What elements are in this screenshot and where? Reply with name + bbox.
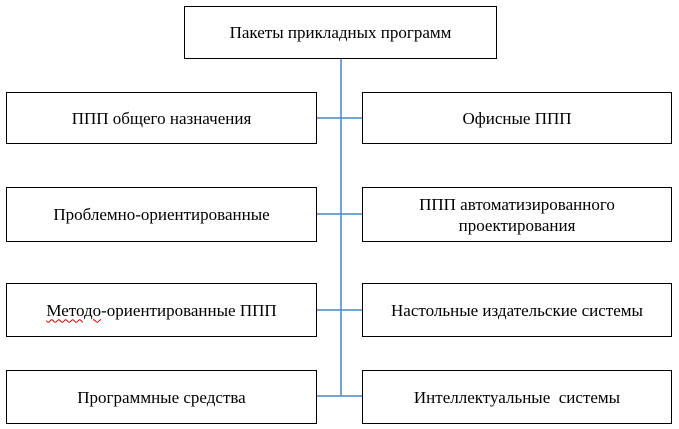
root-node: Пакеты прикладных программ (184, 6, 497, 59)
node-method-oriented: Методо-ориентированные ППП (6, 283, 317, 337)
node-general-purpose: ППП общего назначения (6, 92, 317, 144)
node-intelligent-systems: Интеллектуальные системы (362, 370, 672, 424)
node-desktop-publishing-label: Настольные издательские системы (391, 300, 643, 320)
node-software-tools: Программные средства (6, 370, 317, 424)
node-problem-oriented-label: Проблемно-ориентированные (53, 205, 270, 224)
node-method-oriented-label: Методо-ориентированные ППП (46, 300, 276, 321)
node-desktop-publishing: Настольные издательские системы (362, 283, 672, 337)
node-problem-oriented: Проблемно-ориентированные (6, 187, 317, 242)
node-cad-label: ППП автоматизированного проектирования (419, 194, 615, 235)
node-intelligent-systems-label: Интеллектуальные системы (413, 387, 621, 407)
node-general-purpose-label: ППП общего назначения (71, 108, 252, 128)
node-office-label: Офисные ППП (462, 108, 572, 128)
node-method-oriented-label-rest: -ориентированные ППП (101, 300, 277, 320)
node-office: Офисные ППП (362, 92, 672, 144)
node-cad: ППП автоматизированного проектирования (362, 187, 672, 242)
node-software-tools-label: Программные средства (77, 387, 246, 407)
spellcheck-word: Методо (46, 300, 102, 320)
root-node-label: Пакеты прикладных программ (229, 23, 452, 42)
